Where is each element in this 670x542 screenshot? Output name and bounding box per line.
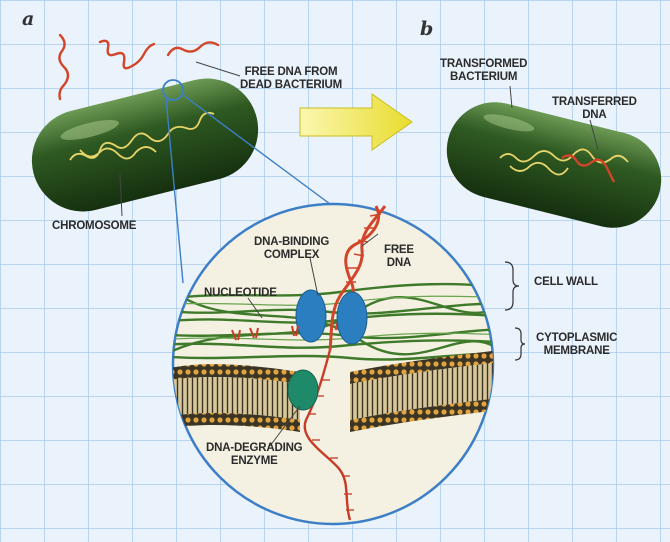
cytoplasmic-membrane-left xyxy=(170,364,300,432)
panel-label-a: a xyxy=(22,8,34,30)
label-chromosome: CHROMOSOME xyxy=(52,220,136,233)
label-dna-binding-complex: DNA-BINDING COMPLEX xyxy=(254,236,329,262)
label-transformed-bacterium: TRANSFORMED BACTERIUM xyxy=(440,58,527,84)
label-cell-wall: CELL WALL xyxy=(534,276,598,289)
label-dna-degrading-enzyme: DNA-DEGRADING ENZYME xyxy=(206,442,302,468)
label-free-dna-from-dead-bacterium: FREE DNA FROM DEAD BACTERIUM xyxy=(240,66,342,92)
label-transferred-dna: TRANSFERRED DNA xyxy=(552,96,637,122)
dna-degrading-enzyme-blob xyxy=(288,370,318,410)
label-cytoplasmic-membrane: CYTOPLASMIC MEMBRANE xyxy=(536,332,617,358)
panel-label-b: b xyxy=(420,18,433,40)
label-nucleotide: NUCLEOTIDE xyxy=(204,287,277,300)
label-free-dna: FREE DNA xyxy=(384,244,414,270)
